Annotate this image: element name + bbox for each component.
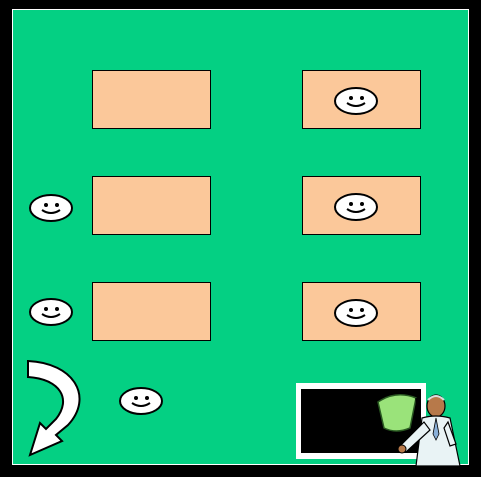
smiley-face-icon	[28, 297, 74, 327]
box-row2-left	[92, 176, 211, 235]
smiley-face-icon	[333, 192, 379, 222]
curved-return-arrow-icon[interactable]	[22, 357, 92, 465]
smiley-face-icon	[333, 86, 379, 116]
presenter-clipart-icon	[376, 388, 462, 468]
box-row1-right	[302, 70, 421, 129]
box-row1-left	[92, 70, 211, 129]
smiley-face-icon	[28, 193, 74, 223]
box-row3-right	[302, 282, 421, 341]
box-row2-right	[302, 176, 421, 235]
smiley-face-icon	[118, 386, 164, 416]
box-row3-left	[92, 282, 211, 341]
smiley-face-icon	[333, 298, 379, 328]
